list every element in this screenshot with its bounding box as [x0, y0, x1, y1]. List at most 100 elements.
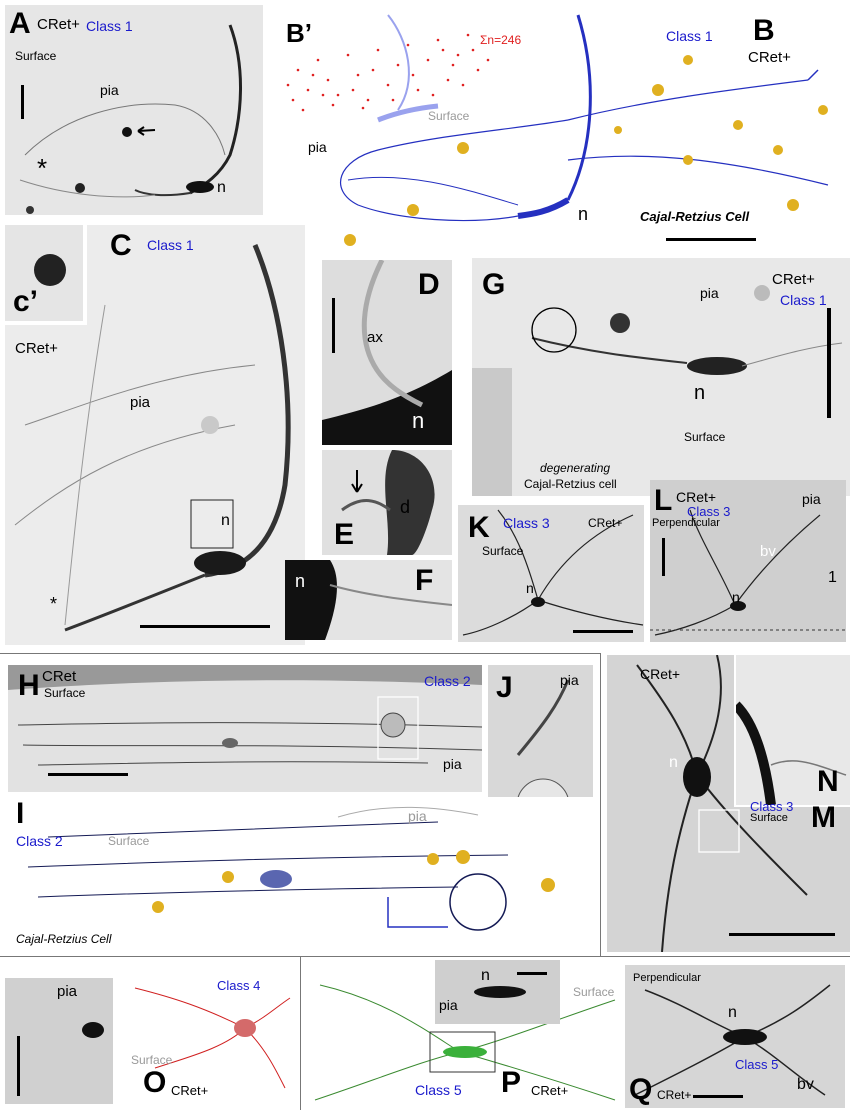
panel-k-letter: K: [468, 511, 490, 544]
inset-n-image: [736, 701, 847, 805]
panel-a-marker: CRet+: [37, 16, 80, 33]
panel-a: A CRet+ Class 1 Surface pia n *: [5, 5, 263, 215]
panel-p-class: Class 5: [415, 1082, 462, 1098]
panel-h-pia: pia: [443, 756, 462, 772]
inset-cprime: [5, 225, 87, 325]
panel-g-degenerating-cell: Cajal-Retzius cell: [524, 477, 617, 491]
panel-a-n: n: [217, 179, 226, 196]
panel-o-pia: pia: [57, 983, 78, 1000]
panel-q: Perpendicular n Class 5 bv Q CRet+: [625, 965, 845, 1108]
panel-d-letter: D: [418, 268, 440, 301]
panel-g-surface: Surface: [684, 430, 726, 444]
panel-i-surface: Surface: [108, 834, 150, 848]
panel-e: d E: [322, 450, 452, 555]
panel-p-inset: [435, 960, 560, 1024]
panel-c-asterisk: *: [50, 594, 58, 614]
panel-l-bv: bv: [760, 543, 776, 560]
panel-bprime-surface: Surface: [428, 109, 470, 123]
divider: [0, 653, 600, 654]
panel-o-marker: CRet+: [171, 1083, 209, 1098]
panel-l-perpendicular: Perpendicular: [652, 517, 720, 529]
divider: [600, 653, 601, 956]
panel-g-n: n: [694, 382, 706, 404]
panel-m-n: n: [669, 754, 678, 771]
panel-cprime-letter: c’: [13, 285, 39, 318]
panel-o-photo: [5, 978, 113, 1104]
panel-q-image: [634, 984, 831, 1098]
panel-bprime-count: Σn=246: [480, 33, 522, 47]
scale-bar: [666, 238, 756, 241]
panel-p-marker: CRet+: [531, 1083, 569, 1098]
divider: [0, 956, 850, 957]
panel-g: G CRet+ Class 1 pia n Surface degenerati…: [472, 258, 850, 496]
panel-e-letter: E: [334, 518, 355, 551]
panel-g-marker: CRet+: [772, 271, 815, 288]
panel-i-caption: Cajal-Retzius Cell: [16, 932, 112, 946]
panel-p-pia: pia: [439, 997, 458, 1013]
panel-h-class: Class 2: [424, 673, 471, 689]
panel-f-letter: F: [415, 564, 434, 597]
panel-c-image: [14, 244, 291, 632]
panel-c-class: Class 1: [147, 237, 194, 253]
panel-e-image: [341, 450, 435, 555]
panel-h-surface: Surface: [44, 686, 86, 700]
panel-o: pia Class 4 Surface O CRet+: [5, 968, 295, 1108]
panel-l-n: n: [732, 589, 740, 605]
panel-e-d: d: [400, 497, 411, 517]
panel-k-class: Class 3: [503, 515, 550, 531]
panel-d-n: n: [412, 408, 425, 433]
panel-k-marker: CRet+: [588, 516, 623, 530]
scale-bar: [140, 625, 270, 628]
panel-f: n F: [285, 560, 452, 640]
panel-q-letter: Q: [629, 1073, 653, 1106]
panel-m-class: Class 3: [750, 799, 794, 814]
panel-k: K Class 3 CRet+ Surface n: [458, 505, 644, 642]
panel-m-marker: CRet+: [640, 666, 681, 682]
panel-o-class: Class 4: [217, 978, 261, 993]
panel-b-class: Class 1: [666, 28, 713, 44]
panel-o-tracing: [134, 987, 291, 1089]
panel-b-letter: B: [753, 14, 775, 47]
panel-i: I Class 2 Surface pia Cajal-Retzius Cell: [8, 797, 598, 955]
panel-a-class: Class 1: [86, 18, 133, 34]
panel-l-one: 1: [828, 569, 837, 586]
panel-a-asterisk: *: [37, 153, 48, 183]
panel-c-n: n: [221, 512, 230, 529]
panel-g-image: [531, 285, 843, 418]
panel-b: B CRet+ Class 1 B’ Σn=246 Surface pia n …: [268, 0, 850, 250]
panel-m-surface: Surface: [750, 812, 788, 824]
panel-l-letter: L: [654, 484, 673, 517]
panel-c: c’ C Class 1 CRet+ pia n *: [5, 225, 305, 645]
panel-k-surface: Surface: [482, 544, 524, 558]
panel-l-pia: pia: [802, 491, 821, 507]
panel-o-photo-image: [17, 1022, 104, 1096]
panel-a-image: [19, 24, 242, 214]
panel-f-n: n: [295, 571, 306, 591]
panel-h: H CRet Surface Class 2 pia: [8, 665, 482, 792]
panel-d-ax: ax: [367, 329, 383, 346]
panel-a-pia: pia: [100, 82, 119, 98]
scale-bar: [662, 538, 665, 576]
scale-bar: [21, 85, 24, 119]
panel-c-pia: pia: [130, 394, 151, 411]
panel-h-marker: CRet: [42, 668, 77, 685]
panel-j-letter: J: [496, 671, 513, 704]
panel-q-n: n: [728, 1004, 737, 1021]
panel-m-image: [636, 655, 835, 952]
panel-k-n: n: [526, 580, 534, 596]
panel-h-letter: H: [18, 669, 40, 702]
panel-q-marker: CRet+: [657, 1088, 692, 1102]
panel-g-degenerating: degenerating: [540, 461, 611, 475]
panel-g-letter: G: [482, 268, 506, 301]
panel-p-surface: Surface: [573, 985, 615, 999]
panel-b-pia: pia: [308, 139, 327, 155]
scale-bar: [573, 630, 633, 633]
panel-l-marker: CRet+: [676, 489, 717, 505]
panel-c-marker: CRet+: [15, 340, 58, 357]
panel-i-letter: I: [16, 797, 25, 830]
panel-d-image: [322, 260, 452, 445]
panel-p-letter: P: [501, 1066, 522, 1099]
panel-b-marker: CRet+: [748, 49, 791, 66]
panel-c-letter: C: [110, 229, 132, 262]
panel-p-inset-image: [474, 972, 547, 998]
